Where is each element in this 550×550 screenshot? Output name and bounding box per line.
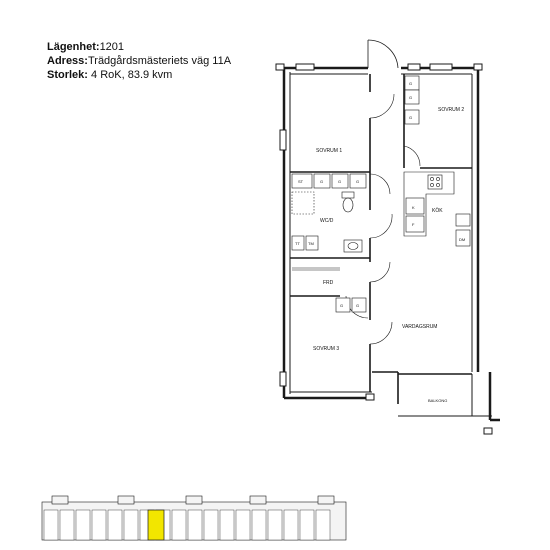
address-value: Trädgårdsmästeriets väg 11A <box>87 55 232 67</box>
room-frd: FRD <box>323 280 334 286</box>
sovrum2-wardrobes <box>404 75 420 125</box>
room-vardagsrum: VARDAGSRUM <box>402 324 437 330</box>
highlighted-apartment <box>147 509 165 541</box>
site-unit <box>107 509 123 541</box>
wc-fixtures <box>291 191 363 253</box>
storage-st: ST <box>298 179 304 184</box>
site-unit <box>235 509 251 541</box>
address-row: Adress:Trädgårdsmästeriets väg 11A <box>47 54 231 68</box>
storage-row <box>291 173 367 189</box>
wc-tm: TM <box>308 241 314 246</box>
entry-door <box>367 39 399 69</box>
apartment-info: Lägenhet:1201 Adress:Trädgårdsmästeriets… <box>47 40 231 82</box>
site-unit <box>315 509 331 541</box>
storage-g2: G <box>338 179 341 184</box>
storage-g3: G <box>356 179 359 184</box>
kitchen-dm: DM <box>459 237 465 242</box>
site-unit <box>91 509 107 541</box>
site-unit <box>251 509 267 541</box>
apartment-label: Lägenhet: <box>47 41 100 53</box>
size-label: Storlek: <box>47 69 88 81</box>
wc-tt: TT <box>295 241 300 246</box>
wardrobe-g-s3a: G <box>340 303 343 308</box>
wardrobe-g-s2a: G <box>409 81 412 86</box>
kitchen-f: F <box>412 222 415 227</box>
apartment-value: 1201 <box>99 41 125 53</box>
site-unit <box>187 509 203 541</box>
storage-g1: G <box>320 179 323 184</box>
site-unit <box>59 509 75 541</box>
room-wcd: WC/D <box>320 218 334 224</box>
interior-walls <box>290 74 472 404</box>
site-unit <box>283 509 299 541</box>
site-unit <box>203 509 219 541</box>
site-unit <box>43 509 59 541</box>
room-sovrum-3: SOVRUM 3 <box>313 346 339 352</box>
site-unit <box>75 509 91 541</box>
sovrum3-wardrobes <box>335 297 367 313</box>
balcony <box>365 372 500 435</box>
wardrobe-g-s3b: G <box>356 303 359 308</box>
site-unit <box>299 509 315 541</box>
apartment-row: Lägenhet:1201 <box>47 40 231 54</box>
site-unit <box>171 509 187 541</box>
wardrobe-g-s2b: G <box>409 95 412 100</box>
frd-closet <box>292 267 340 271</box>
size-value: 4 RoK, 83.9 kvm <box>91 69 173 81</box>
site-unit <box>267 509 283 541</box>
outer-walls <box>275 63 483 400</box>
wardrobe-g-s2c: G <box>409 115 412 120</box>
size-row: Storlek: 4 RoK, 83.9 kvm <box>47 68 231 82</box>
room-sovrum-2: SOVRUM 2 <box>438 107 464 113</box>
room-balkong: BALKONG <box>428 398 447 403</box>
kitchen-counter <box>403 171 471 247</box>
room-kok: KÖK <box>432 207 443 214</box>
site-unit <box>123 509 139 541</box>
address-label: Adress: <box>47 55 88 67</box>
site-unit <box>219 509 235 541</box>
kitchen-k: K <box>412 205 415 210</box>
room-sovrum-1: SOVRUM 1 <box>316 148 342 154</box>
